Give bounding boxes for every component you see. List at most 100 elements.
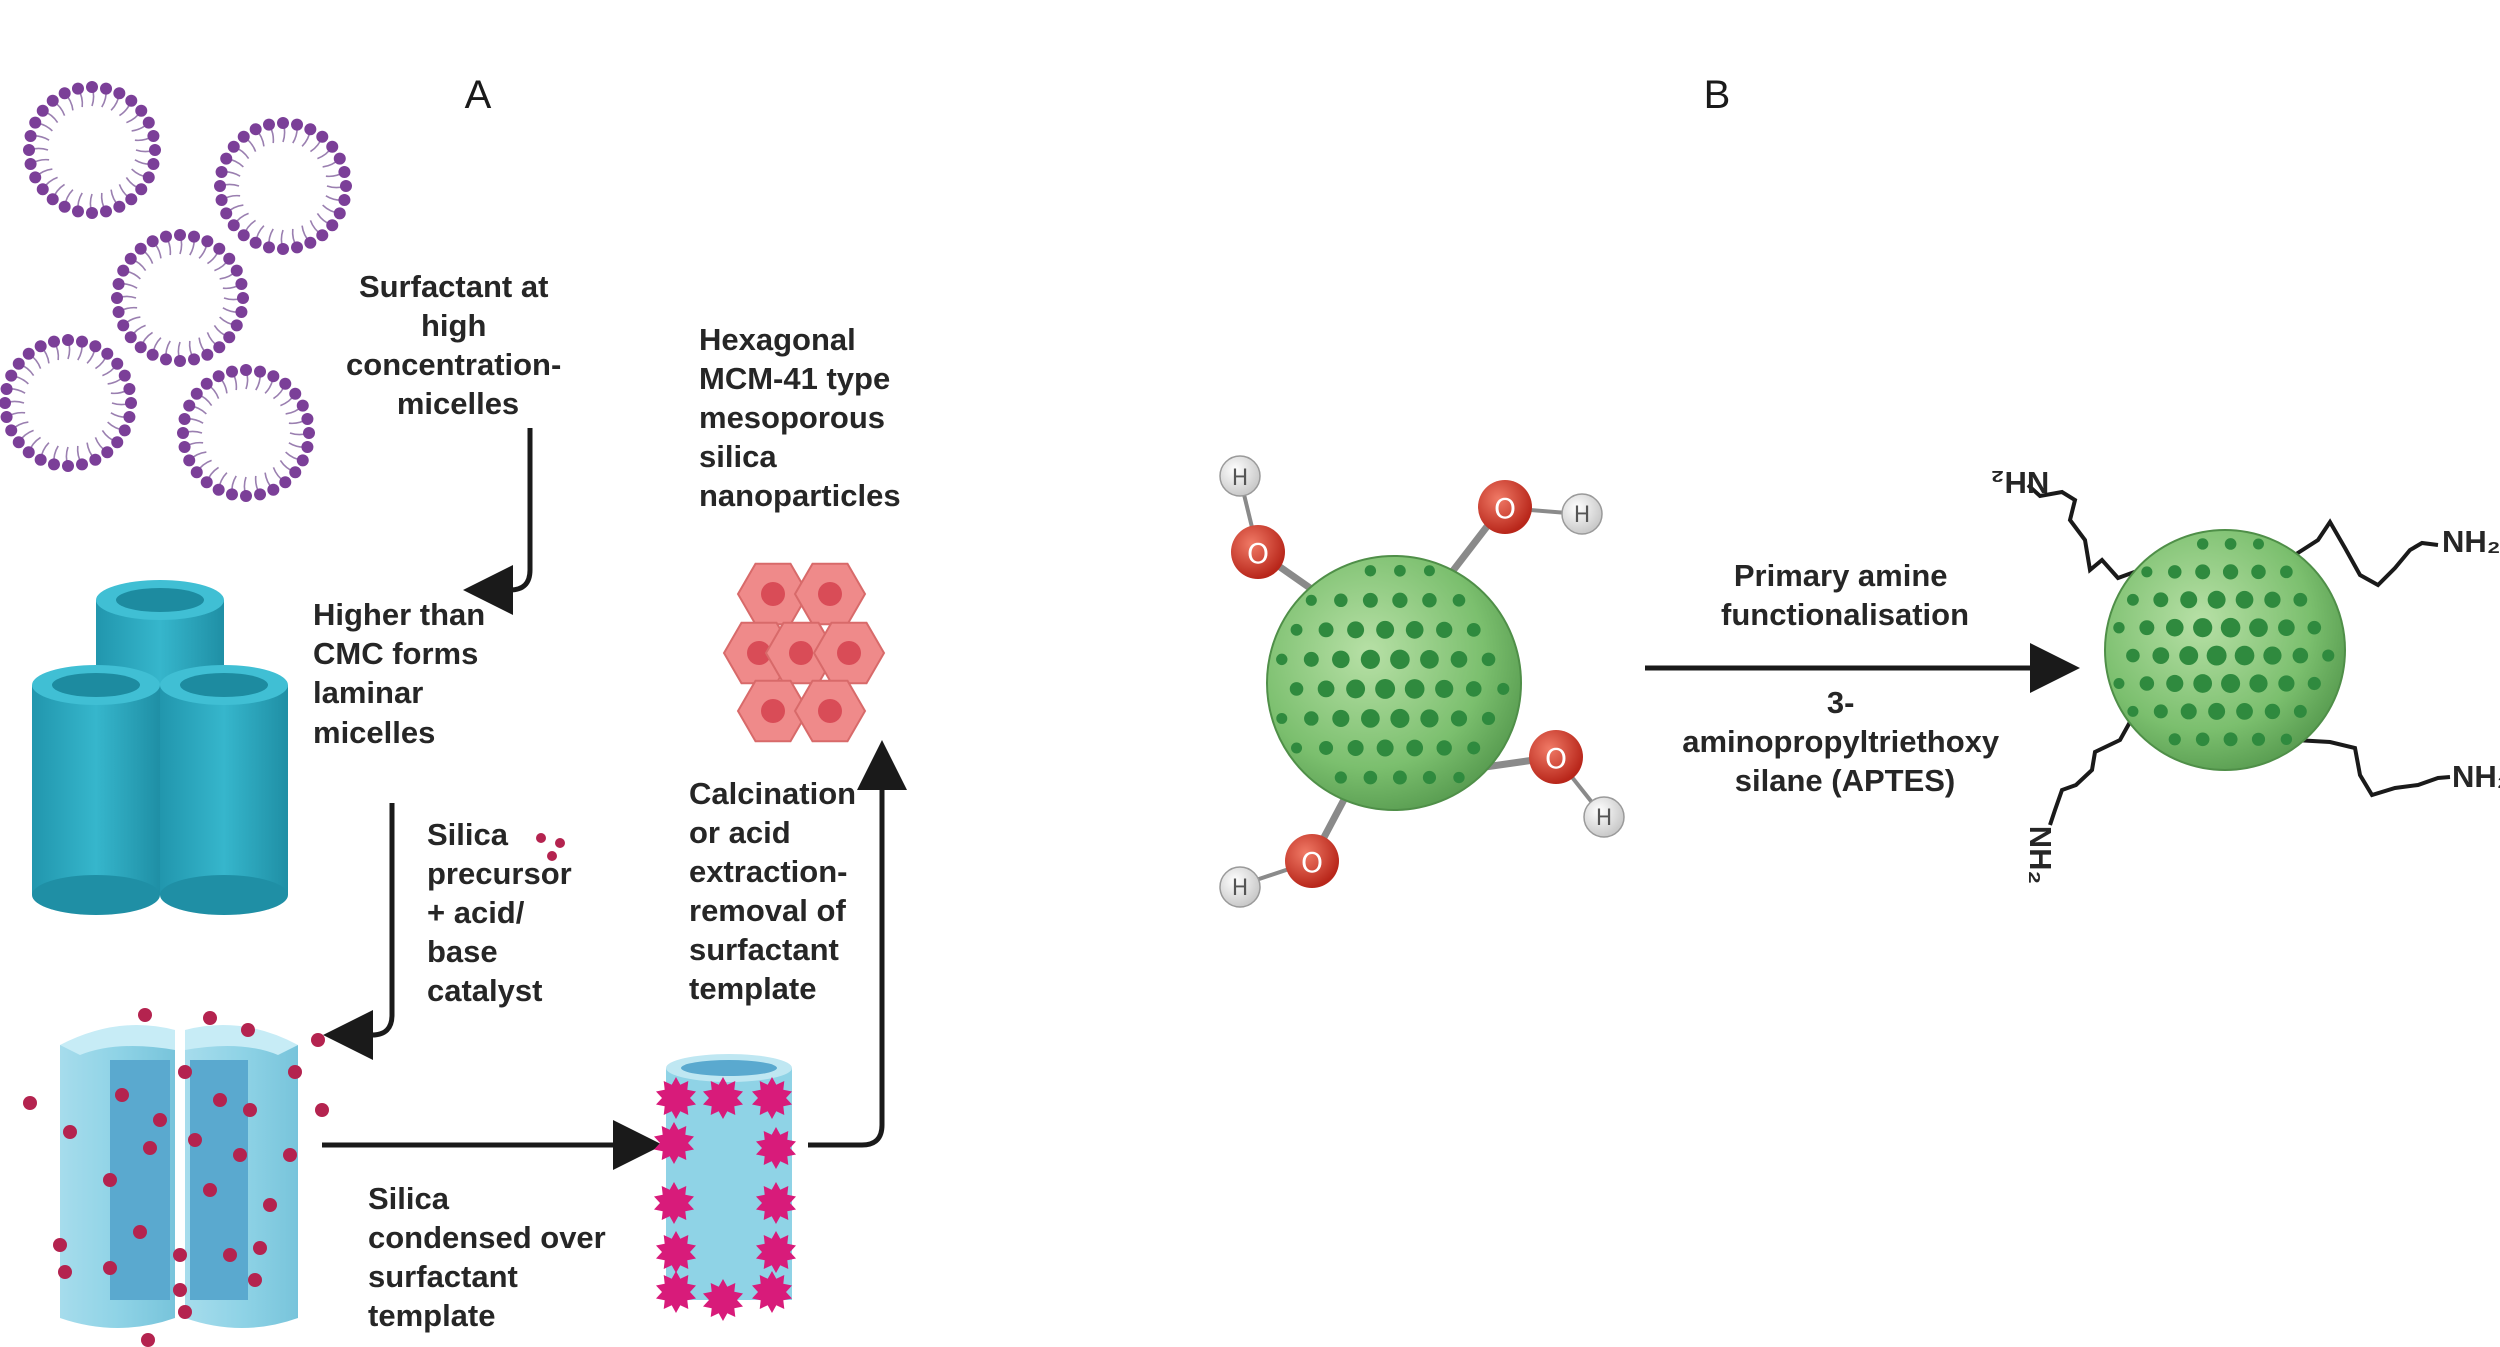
silica-particle [63,1125,77,1139]
amine-label-top-left: NH₂ [1991,465,2050,500]
silica-particle [141,1333,155,1347]
hexagonal-mesoporous-cluster [722,562,886,743]
silica-particle [213,1093,227,1107]
silica-particle [223,1248,237,1262]
svg-text:H: H [1232,466,1249,491]
silica-sphere-left [1266,555,1522,811]
hexagonal-pore [793,679,867,743]
hexagonal-pore [793,562,867,626]
aptes-label: 3- aminopropyltriethoxy silane (APTES) [1682,685,2008,798]
silica-shell-particle [756,1127,796,1169]
amine-chain-top-right [2288,518,2439,588]
hydroxyl-group-top-right: O H [1478,480,1603,535]
silica-particle [283,1148,297,1162]
laminar-micelle-cylinders [32,580,288,915]
silica-particle [188,1133,202,1147]
silica-shell-particle [756,1182,796,1224]
silica-precursor-dots-icon [536,833,565,861]
silica-particle [178,1305,192,1319]
silica-particle [23,1096,37,1110]
silica-shell-particle [656,1231,696,1273]
silica-shell-particle [656,1271,696,1313]
silica-particle [58,1265,72,1279]
svg-text:O: O [1247,537,1269,570]
silica-particle [173,1283,187,1297]
amine-chain-top-left [2026,483,2169,581]
cylinder-right [160,665,288,915]
hydroxyl-group-top-left: O H [1219,455,1285,579]
silica-particle [115,1088,129,1102]
surfactant-micelles [0,81,352,502]
silica-particle [253,1241,267,1255]
hexagonal-pore [812,621,886,685]
panel-label-a: A [465,73,492,117]
silica-particle [133,1225,147,1239]
silica-shell-particle [654,1182,694,1224]
silica-shell-particles [654,1077,796,1321]
arrow-silica-to-hexagonal [808,740,907,1148]
silica-particle [143,1141,157,1155]
silica-particle [203,1183,217,1197]
hexagonal-pore [736,562,810,626]
silica-shell-particle [654,1122,694,1164]
svg-text:O: O [1301,846,1323,879]
micelle [0,334,137,472]
silica-particle [103,1173,117,1187]
arrow-laminar-to-split-tube [323,803,395,1060]
silica-particle [311,1033,325,1047]
amine-label-top-right: NH₂ [2442,524,2500,559]
cylinder-left [32,665,160,915]
svg-text:H: H [1232,876,1249,901]
silica-shell-particle [703,1279,743,1321]
condensed-label: Silica condensed over surfactant templat… [368,1181,614,1333]
micelle [214,117,352,255]
amine-chain-bottom-right [2294,738,2451,798]
amine-nanoparticle [2026,483,2451,826]
silica-shell-particle [656,1077,696,1119]
silica-particles [23,1008,329,1347]
amine-chain-bottom-left [2048,721,2132,826]
silica-particle [243,1103,257,1117]
amine-label-bottom-right: NH₂ [2452,759,2500,794]
split-tube-template [60,1025,298,1328]
silica-particle [241,1023,255,1037]
silica-particle [248,1273,262,1287]
calcination-label: Calcination or acid extraction- removal … [689,776,865,1006]
silica-particle [288,1065,302,1079]
silica-shell-particle [752,1077,792,1119]
functionalisation-label: Primary amine functionalisation [1721,558,1969,632]
micelles-label: Surfactant at high concentration- micell… [346,269,570,421]
hydroxyl-group-right: O H [1529,730,1625,838]
silica-particle [203,1011,217,1025]
micelle [177,364,315,502]
silica-particle [173,1248,187,1262]
silica-shell-particle [752,1271,792,1313]
svg-text:H: H [1574,503,1591,528]
svg-text:O: O [1545,742,1567,775]
amine-label-bottom-left: NH₂ [2023,826,2058,885]
silica-shell-particle [756,1231,796,1273]
silica-particle [53,1238,67,1252]
arrow-micelles-to-laminar [463,428,533,615]
precursor-label: Silica precursor + acid/ base catalyst [427,817,580,1008]
micelle [111,229,249,367]
svg-text:H: H [1596,806,1613,831]
panel-label-b: B [1704,73,1731,117]
silica-particle [233,1148,247,1162]
hexagonal-label: Hexagonal MCM-41 type mesoporous silica … [699,322,901,513]
silica-particle [178,1065,192,1079]
micelle [23,81,161,219]
hydroxyl-group-bottom-left: O H [1219,834,1339,908]
hexagonal-pore [736,679,810,743]
silica-shell-particle [703,1077,743,1119]
silica-particle [103,1261,117,1275]
silica-particle [263,1198,277,1212]
hydroxyl-nanoparticle [1238,477,1604,887]
svg-text:O: O [1494,492,1516,525]
silica-particle [315,1103,329,1117]
silica-particle [138,1008,152,1022]
silica-sphere-right [2104,529,2346,771]
silica-particle [153,1113,167,1127]
laminar-label: Higher than CMC forms laminar micelles [313,597,494,750]
